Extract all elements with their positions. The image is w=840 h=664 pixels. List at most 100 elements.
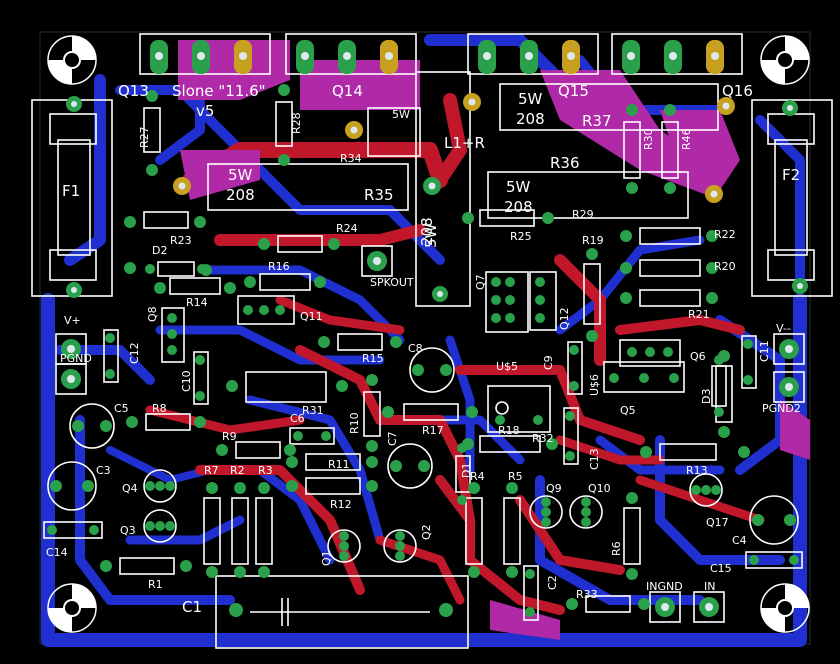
mount-hole-br-icon xyxy=(760,583,810,633)
label-d3: D3 xyxy=(700,389,713,404)
label-d2: D2 xyxy=(152,244,167,257)
label-r35-5w: 5W xyxy=(228,166,253,184)
label-r32: R32 xyxy=(532,432,554,445)
label-q8: Q8 xyxy=(146,306,159,322)
label-q17: Q17 xyxy=(706,516,729,529)
label-pgnd2: PGND2 xyxy=(762,402,801,415)
label-c4: C4 xyxy=(732,534,747,547)
label-q5: Q5 xyxy=(620,404,636,417)
label-q14: Q14 xyxy=(332,82,363,100)
connector-pads xyxy=(61,251,799,617)
label-r11: R11 xyxy=(328,458,350,471)
label-spkout: SPKOUT xyxy=(370,276,414,289)
label-r23: R23 xyxy=(170,234,192,247)
label-pgnd: PGND xyxy=(60,352,92,365)
label-r13: R13 xyxy=(686,464,708,477)
label-r35-208: 208 xyxy=(226,186,255,204)
label-r27: R27 xyxy=(138,126,151,148)
label-c6: C6 xyxy=(290,412,305,425)
pad-layer xyxy=(47,40,808,617)
label-layer: Q13 Slone "11.6" v5 Q14 Q15 Q16 5W 208 R… xyxy=(46,82,801,616)
label-r21: R21 xyxy=(688,308,710,321)
label-r2: R2 xyxy=(230,464,245,477)
label-r18: R18 xyxy=(498,424,520,437)
label-r15: R15 xyxy=(362,352,384,365)
label-r37-5w: 5W xyxy=(518,90,543,108)
label-r1: R1 xyxy=(148,578,163,591)
label-c10: C10 xyxy=(180,370,193,392)
label-in: IN xyxy=(704,580,715,593)
label-r9: R9 xyxy=(222,430,237,443)
label-q4: Q4 xyxy=(122,482,138,495)
mount-hole-bl-icon xyxy=(47,583,97,633)
label-208-vertical: 208 xyxy=(418,217,436,246)
label-c1: C1 xyxy=(182,598,202,616)
silkscreen-layer xyxy=(31,33,833,649)
label-r4: R4 xyxy=(470,470,485,483)
label-r28: R28 xyxy=(290,112,303,134)
label-r37-208: 208 xyxy=(516,110,545,128)
board-version-label: v5 xyxy=(196,102,214,120)
label-r24: R24 xyxy=(336,222,358,235)
mount-hole-tr-icon xyxy=(760,35,810,85)
label-q9: Q9 xyxy=(546,482,562,495)
label-u5: U$5 xyxy=(496,360,518,373)
bottom-copper-layer xyxy=(41,34,807,647)
label-r7: R7 xyxy=(204,464,219,477)
label-u6: U$6 xyxy=(588,374,601,396)
label-ingnd: INGND xyxy=(646,580,683,593)
label-q13: Q13 xyxy=(118,82,149,100)
top-copper-layer xyxy=(145,93,765,615)
label-q12: Q12 xyxy=(558,307,571,330)
mount-hole-tl-icon xyxy=(47,35,97,85)
label-r29: R29 xyxy=(572,208,594,221)
label-5w-208-vertical: 5W xyxy=(422,223,440,248)
label-c14: C14 xyxy=(46,546,68,559)
label-r34: R34 xyxy=(340,152,362,165)
label-r3: R3 xyxy=(258,464,273,477)
label-q10: Q10 xyxy=(588,482,611,495)
label-r35: R35 xyxy=(364,186,394,204)
label-d1: D1 xyxy=(460,463,473,478)
label-q16: Q16 xyxy=(722,82,753,100)
label-r33: R33 xyxy=(576,588,598,601)
label-small-5w: 5W xyxy=(392,108,410,121)
label-r16: R16 xyxy=(268,260,290,273)
label-f2: F2 xyxy=(782,166,800,184)
label-q7: Q7 xyxy=(474,274,487,290)
label-c15: C15 xyxy=(710,562,732,575)
label-vplus: V+ xyxy=(64,314,81,327)
label-vminus: V-- xyxy=(776,322,791,335)
label-c2: C2 xyxy=(546,575,559,590)
board-title-label: Slone "11.6" xyxy=(172,82,266,100)
label-c3: C3 xyxy=(96,464,111,477)
label-r36-5w: 5W xyxy=(506,178,531,196)
label-c5: C5 xyxy=(114,402,129,415)
label-q2: Q2 xyxy=(420,524,433,540)
label-f1: F1 xyxy=(62,182,80,200)
label-c13: C13 xyxy=(588,448,601,470)
label-r22: R22 xyxy=(714,228,736,241)
label-r10: R10 xyxy=(348,412,361,434)
label-c11: C11 xyxy=(758,340,771,362)
label-r17: R17 xyxy=(422,424,444,437)
label-r5: R5 xyxy=(508,470,523,483)
label-r8: R8 xyxy=(152,402,167,415)
label-r31: R31 xyxy=(302,404,324,417)
label-r20: R20 xyxy=(714,260,736,273)
label-c12: C12 xyxy=(128,342,141,364)
label-l1r: L1+R xyxy=(444,134,485,152)
label-c9: C9 xyxy=(542,355,555,370)
label-q3: Q3 xyxy=(120,524,136,537)
label-q1: Q1 xyxy=(320,550,333,566)
label-r19: R19 xyxy=(582,234,604,247)
label-q6: Q6 xyxy=(690,350,706,363)
label-r37: R37 xyxy=(582,112,612,130)
label-r12: R12 xyxy=(330,498,352,511)
label-r6: R6 xyxy=(610,541,623,556)
label-r30: R30 xyxy=(642,128,655,150)
label-r36: R36 xyxy=(550,154,580,172)
label-c7: C7 xyxy=(386,431,399,446)
